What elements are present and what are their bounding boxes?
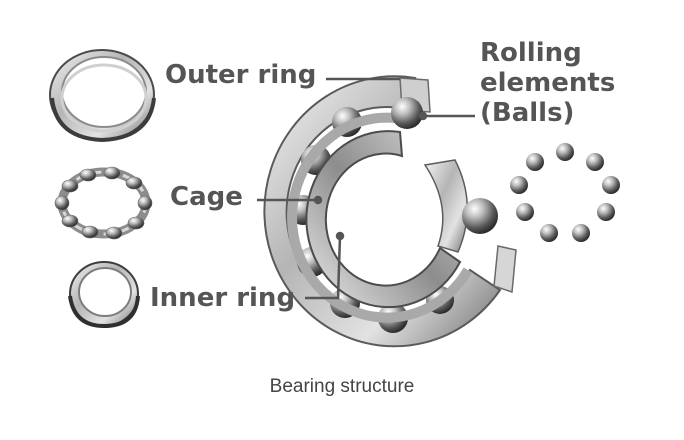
label-rolling-line2: elements: [480, 68, 616, 98]
label-rolling-line1: Rolling: [480, 38, 582, 68]
label-cage: Cage: [170, 182, 243, 212]
cage-part: [54, 166, 153, 240]
inner-ring-part: [68, 261, 140, 329]
label-outer-ring: Outer ring: [165, 60, 317, 90]
outer-ring-part: [49, 49, 156, 143]
assembled-bearing: [263, 75, 517, 348]
label-inner-ring: Inner ring: [150, 283, 296, 313]
figure-caption: Bearing structure: [269, 376, 415, 397]
loose-balls: [510, 143, 620, 242]
leader-lines: [257, 77, 475, 300]
label-rolling-elements: Rolling elements (Balls): [480, 38, 615, 128]
label-rolling-line3: (Balls): [480, 98, 575, 128]
